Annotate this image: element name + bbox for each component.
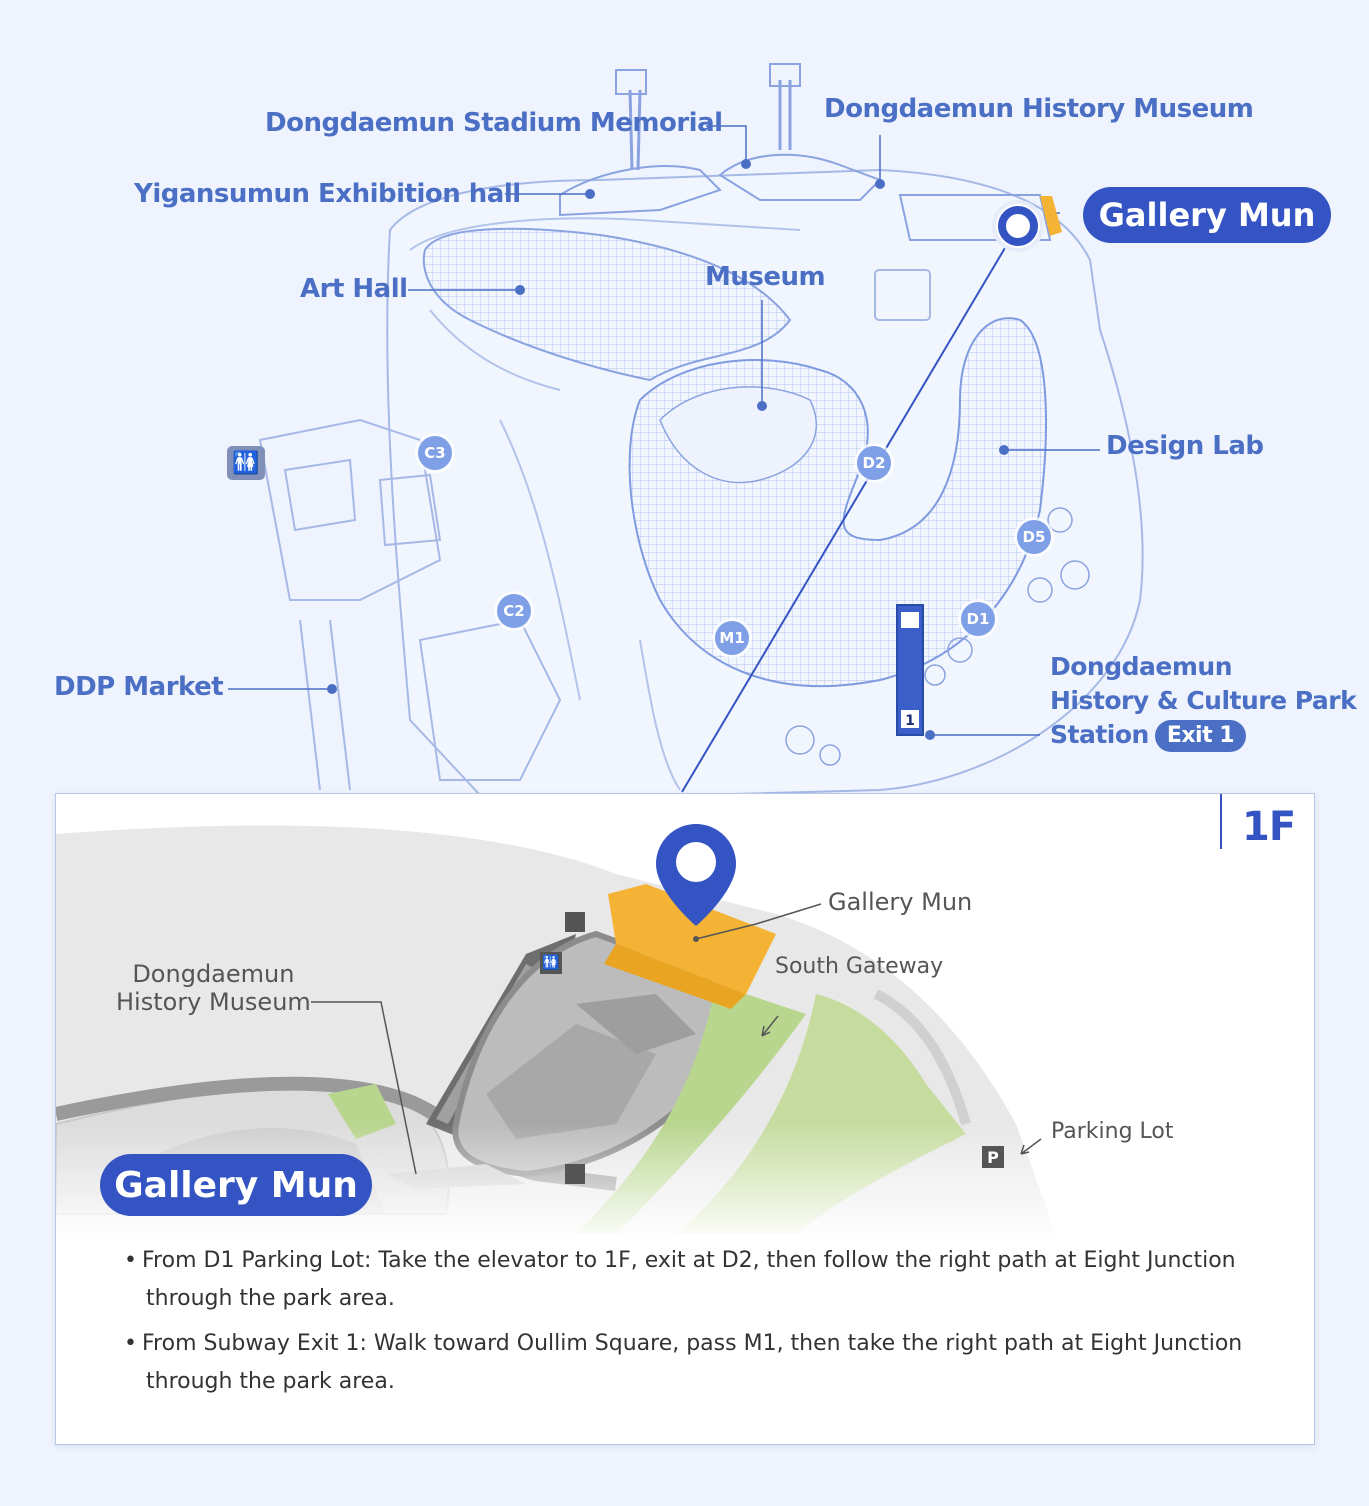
label-art-hall: Art Hall (300, 274, 408, 304)
label-ddp-market: DDP Market (54, 672, 224, 702)
direction-note-parking-line1-row: •From D1 Parking Lot: Take the elevator … (124, 1242, 1254, 1280)
gate-marker-c3: C3 (418, 436, 452, 470)
floor-label-history-museum-line1: Dongdaemun (132, 960, 295, 988)
overview-map-drawing: 1 (228, 63, 1144, 795)
label-museum: Museum (705, 262, 826, 292)
parking-icon: P (982, 1146, 1004, 1168)
floor-label-south-gateway: South Gateway (775, 954, 944, 979)
gate-marker-d5: D5 (1017, 520, 1051, 554)
direction-note-parking: •From D1 Parking Lot: Take the elevator … (124, 1242, 1254, 1318)
floor-label-history-museum-line2: History Museum (116, 988, 311, 1016)
restroom-icon: 🚻 (227, 446, 265, 480)
floor-label-history-museum: Dongdaemun History Museum (116, 960, 311, 1016)
gate-marker-d1: D1 (961, 602, 995, 636)
direction-note-subway-line2: through the park area. (146, 1369, 395, 1394)
direction-note-subway: •From Subway Exit 1: Walk toward Oullim … (124, 1325, 1254, 1401)
label-history-museum: Dongdaemun History Museum (824, 94, 1254, 124)
label-yigansumun: Yigansumun Exhibition hall (134, 179, 521, 209)
label-station-line1: Dongdaemun (1050, 652, 1233, 681)
bullet: • (124, 1331, 137, 1356)
floor-label-parking-lot: Parking Lot (1051, 1119, 1174, 1144)
direction-note-subway-line1-row: •From Subway Exit 1: Walk toward Oullim … (124, 1325, 1254, 1363)
floor-map-panel: 🚻 P 1F Gallery Mun South Gateway Dongdae… (55, 793, 1315, 1445)
label-station-line3: Station (1050, 720, 1149, 749)
label-station-line2: History & Culture Park (1050, 686, 1357, 715)
gate-marker-d2: D2 (857, 446, 891, 480)
label-station: Dongdaemun History & Culture Park Statio… (1050, 650, 1357, 752)
restroom-icon-floor: 🚻 (540, 952, 562, 974)
gate-marker-m1: M1 (715, 621, 749, 655)
direction-note-parking-line2: through the park area. (146, 1286, 395, 1311)
gallery-mun-badge-floor: Gallery Mun (100, 1154, 372, 1216)
bullet: • (124, 1248, 137, 1273)
direction-note-subway-line1: From Subway Exit 1: Walk toward Oullim S… (142, 1331, 1243, 1356)
exit-badge: Exit 1 (1154, 720, 1247, 752)
floor-label-gallery-mun: Gallery Mun (828, 888, 973, 916)
label-design-lab: Design Lab (1106, 431, 1264, 461)
gate-marker-c2: C2 (497, 594, 531, 628)
label-stadium-memorial: Dongdaemun Stadium Memorial (265, 108, 723, 138)
gallery-mun-badge-overview: Gallery Mun (1083, 187, 1331, 243)
floor-label: 1F (1242, 804, 1296, 850)
svg-text:1: 1 (905, 713, 915, 729)
direction-note-parking-line1: From D1 Parking Lot: Take the elevator t… (142, 1248, 1236, 1273)
